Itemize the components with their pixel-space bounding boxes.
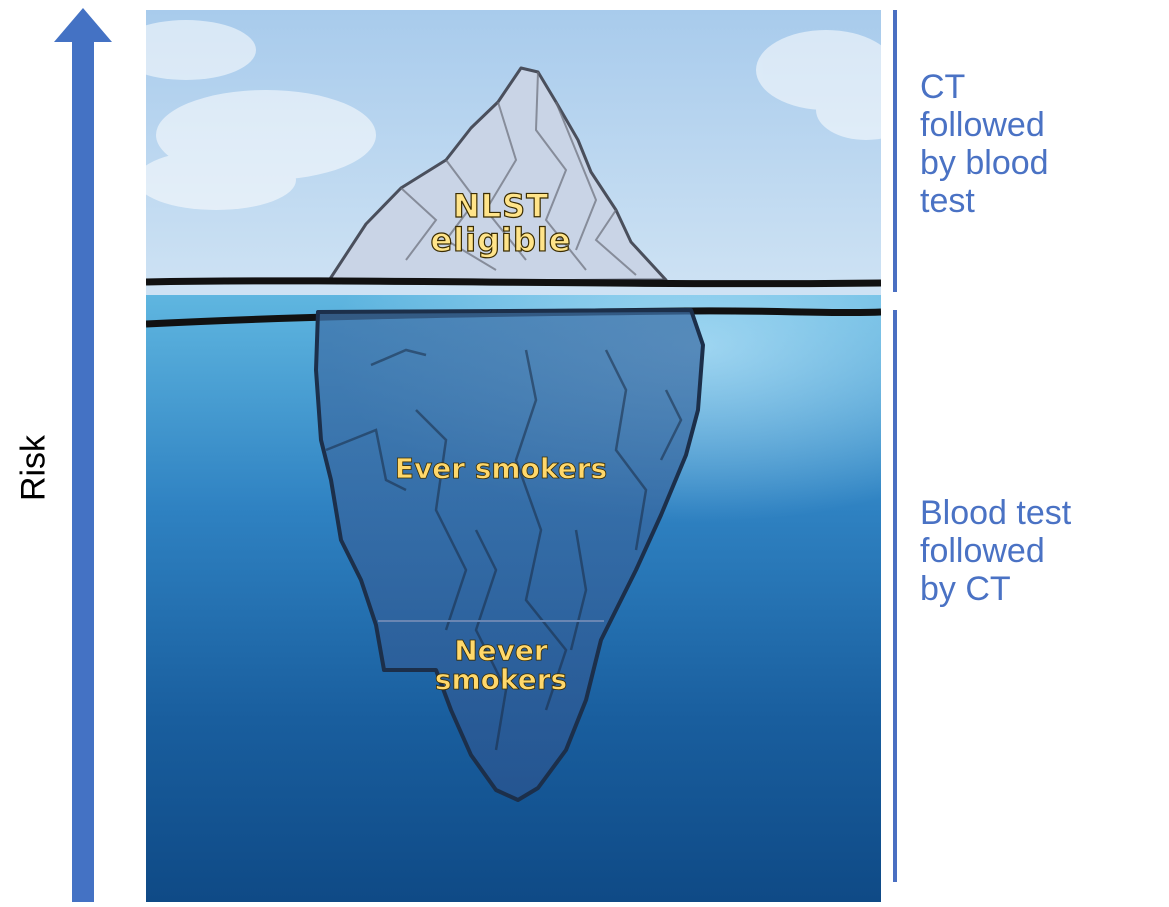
above-water-bracket (893, 10, 897, 292)
ct-then-blood-test-text: CT followed by blood test (920, 68, 1049, 221)
never-smokers-label: Never smokers (434, 634, 568, 697)
ever-smokers-label: Ever smokers (394, 452, 608, 485)
iceberg-underwater (314, 308, 705, 802)
risk-arrow (54, 8, 112, 902)
iceberg-illustration: NLST eligible Ever smokers Never smokers (116, 10, 916, 902)
below-water-bracket (893, 310, 897, 882)
iceberg-scene (116, 10, 916, 902)
risk-axis-label: Risk (14, 434, 53, 502)
blood-test-then-ct-text: Blood test followed by CT (920, 494, 1072, 609)
nlst-eligible-label: NLST eligible (430, 187, 572, 259)
water-line (145, 277, 882, 288)
